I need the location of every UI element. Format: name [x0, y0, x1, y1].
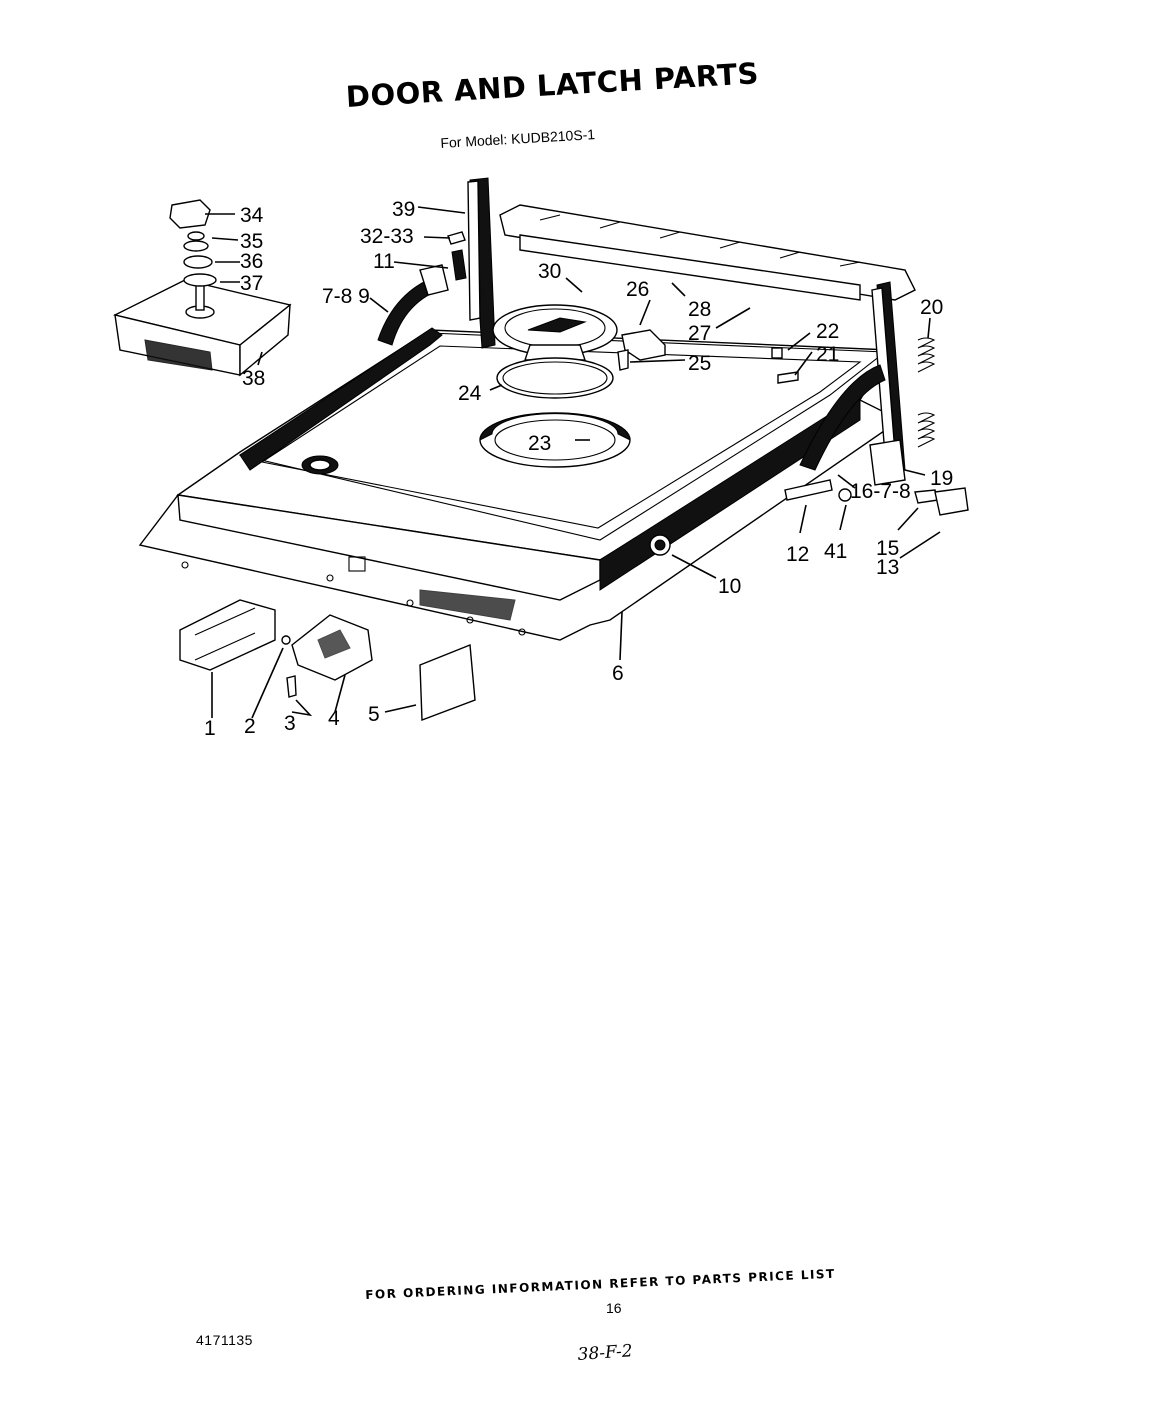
callout-28: 28 — [688, 298, 711, 321]
spray-arm-assembly — [492, 304, 618, 399]
handwritten-note: 38-F-2 — [577, 1341, 634, 1365]
callout-4: 4 — [328, 707, 340, 730]
upper-rail-assembly — [467, 177, 916, 476]
callout-27: 27 — [688, 322, 711, 345]
callout-15: 15 — [876, 537, 899, 560]
callout-6: 6 — [612, 662, 624, 685]
callout-11: 11 — [373, 250, 395, 273]
callout-labels: 34 35 36 37 38 39 32-33 11 7-8 9 30 26 2… — [204, 198, 953, 740]
callout-16-7-8: 16-7-8 — [850, 480, 911, 503]
callout-36: 36 — [240, 250, 263, 273]
right-side-hardware — [617, 329, 969, 516]
callout-3: 3 — [284, 712, 296, 735]
callout-23: 23 — [528, 432, 551, 455]
callout-2: 2 — [244, 715, 256, 738]
callout-24: 24 — [458, 382, 482, 405]
callout-39: 39 — [392, 198, 415, 221]
callout-7-8-9: 7-8 9 — [322, 285, 370, 308]
callout-35: 35 — [240, 230, 263, 253]
callout-37: 37 — [240, 272, 263, 295]
leader-lines — [205, 206, 941, 719]
callout-30: 30 — [538, 260, 561, 283]
callout-22: 22 — [816, 320, 839, 343]
document-number: 4171135 — [196, 1332, 253, 1348]
callout-26: 26 — [626, 278, 649, 301]
callout-1: 1 — [204, 717, 216, 740]
callout-32-33: 32-33 — [360, 225, 414, 248]
callout-25: 25 — [688, 352, 711, 375]
callout-12: 12 — [786, 543, 809, 566]
callout-10: 10 — [718, 575, 741, 598]
callout-13: 13 — [876, 556, 899, 579]
callout-41: 41 — [824, 540, 847, 563]
bottom-parts — [179, 599, 476, 721]
control-module — [112, 199, 292, 377]
door-panel — [138, 327, 902, 641]
callout-21: 21 — [816, 343, 839, 366]
callout-19: 19 — [930, 467, 953, 490]
callout-34: 34 — [240, 204, 264, 227]
page-number: 16 — [606, 1300, 622, 1316]
callout-5: 5 — [368, 703, 380, 726]
callout-20: 20 — [920, 296, 943, 319]
left-hinge-arm — [377, 231, 467, 346]
callout-38: 38 — [242, 367, 265, 390]
